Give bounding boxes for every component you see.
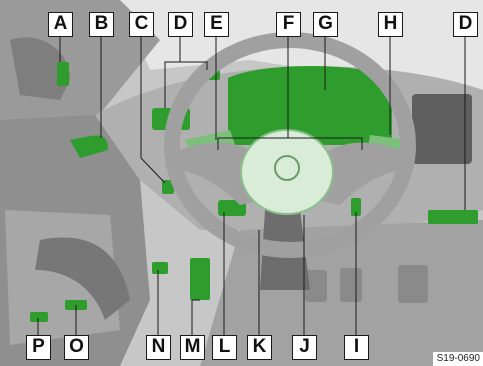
callout-b: B xyxy=(89,12,114,37)
callout-h: H xyxy=(378,12,403,37)
callout-k: K xyxy=(247,335,272,360)
part-a-mirror-control xyxy=(57,62,69,86)
infotainment-screen xyxy=(412,94,472,164)
callout-c: C xyxy=(129,12,154,37)
pedal-2 xyxy=(340,268,362,302)
callout-f: F xyxy=(276,12,301,37)
part-d-right-vent xyxy=(428,210,478,224)
callout-n: N xyxy=(146,335,171,360)
part-n-control xyxy=(152,262,168,274)
pedal-3 xyxy=(398,265,428,303)
callout-e: E xyxy=(204,12,229,37)
figure-code: S19-0690 xyxy=(433,352,483,366)
part-m-control xyxy=(190,258,210,300)
callout-m: M xyxy=(180,335,205,360)
callout-j: J xyxy=(292,335,317,360)
callout-d-right: D xyxy=(453,12,478,37)
callout-l: L xyxy=(212,335,237,360)
callout-a: A xyxy=(48,12,73,37)
callout-o: O xyxy=(64,335,89,360)
callout-i: I xyxy=(344,335,369,360)
callout-d-left: D xyxy=(168,12,193,37)
part-p-window-switch xyxy=(30,312,48,322)
callout-p: P xyxy=(26,335,51,360)
callout-g: G xyxy=(313,12,338,37)
part-j-horn-pad xyxy=(241,130,333,214)
part-g-instrument-cluster xyxy=(228,66,392,145)
